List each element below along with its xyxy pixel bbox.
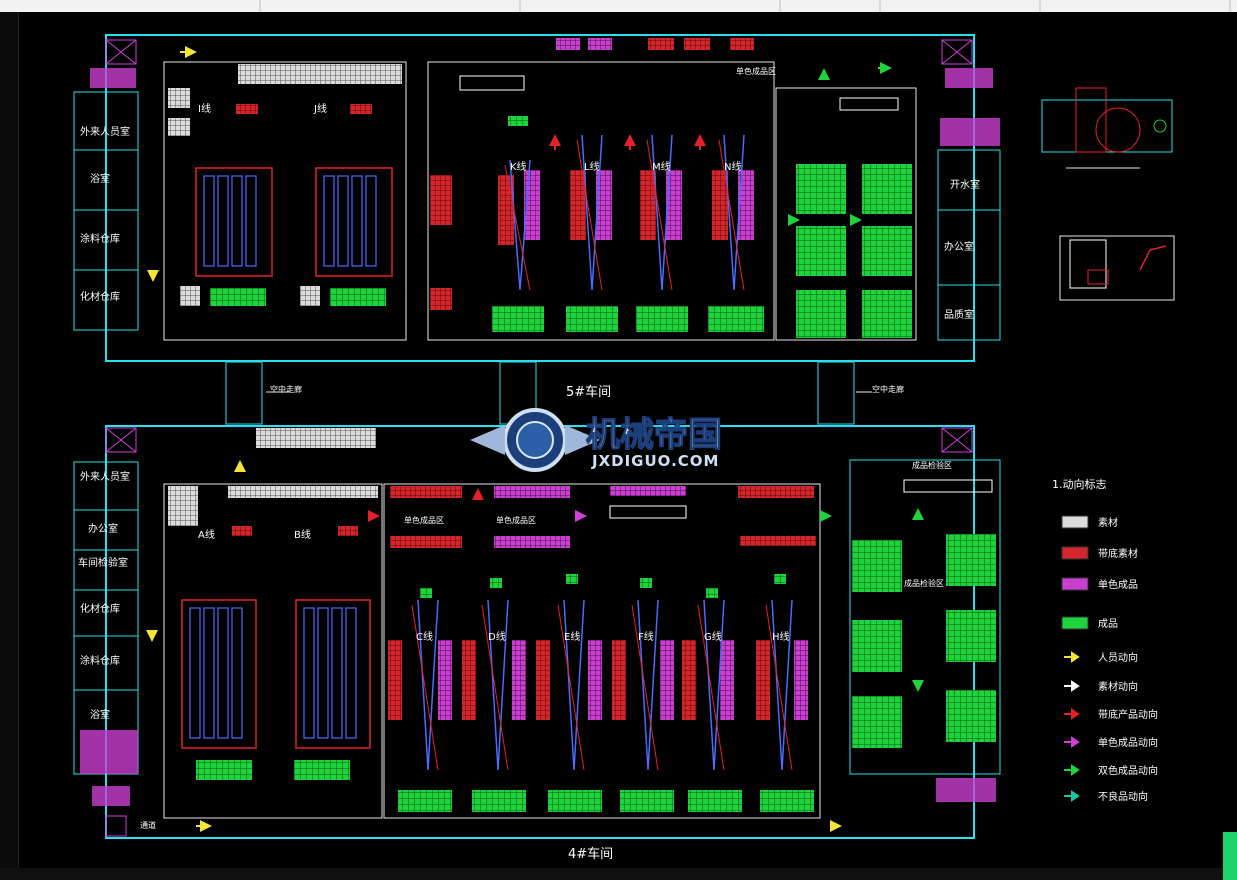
flow-arrows <box>146 46 924 832</box>
room-label-office-top: 办公室 <box>944 240 974 253</box>
room-label-quality: 品质室 <box>944 308 974 321</box>
line-label-m: M线 <box>652 160 671 173</box>
equipment-detail-top <box>1041 87 1173 169</box>
legend-label-7: 单色成品动向 <box>1098 736 1158 749</box>
legend-swatch-1 <box>1061 546 1089 560</box>
legend-label-8: 双色成品动向 <box>1098 764 1158 777</box>
workshop-5-building <box>73 34 1001 362</box>
watermark-sub: JXDIGUO.COM <box>591 452 719 470</box>
caption-workshop-4: 4#车间 <box>568 846 613 862</box>
bottom-status-strip <box>0 868 1237 880</box>
workshop-4-building <box>73 425 1001 839</box>
legend-arrow-icon-5 <box>1064 680 1080 692</box>
bottom-hall-ab <box>181 599 371 780</box>
title-bar-cells <box>259 0 1231 12</box>
legend-arrow-icon-6 <box>1064 708 1080 720</box>
room-label-chem-top: 化材仓库 <box>80 290 120 303</box>
line-label-n: N线 <box>724 160 741 173</box>
line-label-a: A线 <box>198 528 215 541</box>
legend-items: 素材带底素材单色成品成品人员动向素材动向带底产品动向单色成品动向双色成品动向不良… <box>1061 515 1158 803</box>
legend-arrow-icon-7 <box>1064 736 1080 748</box>
legend-label-4: 人员动向 <box>1098 651 1138 664</box>
equipment-detail-bottom <box>1059 235 1175 301</box>
legend-swatch-2 <box>1061 577 1089 591</box>
legend-label-3: 成品 <box>1098 618 1118 630</box>
legend-label-0: 素材 <box>1098 516 1118 529</box>
room-label-paint-bottom: 涂料仓库 <box>80 654 120 667</box>
line-label-k: K线 <box>510 160 527 173</box>
room-label-exit: 通道 <box>140 820 156 830</box>
legend-label-6: 带底产品动向 <box>1098 708 1158 721</box>
cad-title-bar <box>0 0 1237 12</box>
legend-title: 1.动向标志 <box>1052 477 1107 491</box>
zone-label-b: 单色成品区 <box>496 515 536 525</box>
room-label-inspection: 车间检验室 <box>78 556 128 569</box>
legend-swatch-0 <box>1061 515 1089 529</box>
line-label-l: L线 <box>584 160 600 173</box>
watermark: 机械帝国 JXDIGUO.COM <box>470 408 723 472</box>
legend-swatch-3 <box>1061 616 1089 630</box>
room-label-office-bottom: 办公室 <box>88 522 118 535</box>
line-label-j: J线 <box>313 102 327 115</box>
room-label-bath-top: 浴室 <box>90 172 110 185</box>
legend-label-9: 不良品动向 <box>1098 790 1148 803</box>
legend-label-2: 单色成品 <box>1098 578 1138 591</box>
legend-label-1: 带底素材 <box>1098 547 1138 560</box>
gear-logo-icon <box>470 425 505 455</box>
line-label-i: I线 <box>198 102 211 115</box>
corridor-label-right: 空中走廊 <box>872 384 904 394</box>
left-ruler <box>0 12 19 880</box>
bottom-hall-cdefgh <box>388 479 996 812</box>
room-label-visitor-bottom: 外来人员室 <box>80 470 130 483</box>
zone-label-finished: 成品检验区 <box>904 578 944 588</box>
line-label-c: C线 <box>416 630 433 643</box>
legend-arrow-icon-8 <box>1064 764 1080 776</box>
zone-label-c: 成品检验区 <box>912 460 952 470</box>
line-label-g: G线 <box>704 630 722 643</box>
zone-label-a: 单色成品区 <box>404 515 444 525</box>
legend-arrow-icon-4 <box>1064 651 1080 663</box>
line-label-d: D线 <box>488 630 506 643</box>
legend: 1.动向标志 素材带底素材单色成品成品人员动向素材动向带底产品动向单色成品动向双… <box>1052 477 1158 803</box>
room-label-chem-bottom: 化材仓库 <box>80 602 120 615</box>
top-hall-klmn <box>430 38 912 338</box>
line-label-f: F线 <box>638 630 654 643</box>
caption-workshop-5: 5#车间 <box>566 384 611 400</box>
top-hall-ij <box>168 64 402 306</box>
room-label-visitor-top: 外来人员室 <box>80 125 130 138</box>
line-label-b: B线 <box>294 528 311 541</box>
line-label-h: H线 <box>772 630 790 643</box>
legend-arrow-icon-9 <box>1064 790 1080 802</box>
watermark-main: 机械帝国 <box>586 415 722 455</box>
line-label-e: E线 <box>564 630 580 643</box>
zone-label-top: 单色成品区 <box>736 66 776 76</box>
room-label-paint-top: 涂料仓库 <box>80 232 120 245</box>
room-label-water: 开水室 <box>950 178 980 191</box>
room-label-bath-bottom: 浴室 <box>90 708 110 721</box>
legend-label-5: 素材动向 <box>1098 680 1138 693</box>
scroll-indicator[interactable] <box>1223 832 1237 880</box>
corridor-label-left: 空中走廊 <box>270 384 302 394</box>
